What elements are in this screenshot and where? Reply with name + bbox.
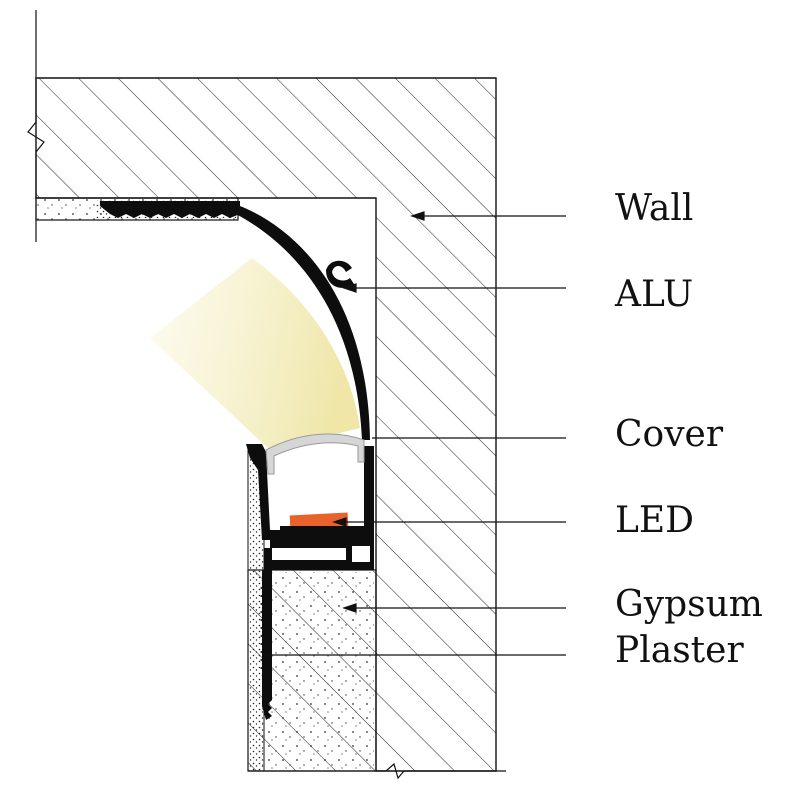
alu-ceiling-flange (100, 206, 240, 218)
alu-screw-slot (352, 546, 370, 562)
label-cover: Cover (615, 414, 724, 455)
callout-lines (264, 211, 566, 656)
led-strip (289, 512, 349, 530)
gypsum-stipple (262, 572, 374, 770)
alu-channel-cavity (272, 548, 346, 560)
label-led: LED (615, 500, 695, 541)
label-wall: Wall (615, 188, 694, 229)
alu-leg-serration (259, 579, 273, 677)
alu-profile-curve (100, 201, 370, 440)
alu-profile-channel (246, 444, 374, 570)
label-alu: ALU (615, 274, 694, 315)
diffuser-cover (265, 433, 365, 475)
label-gypsum: Gypsum (615, 584, 763, 625)
led-pcb (280, 526, 364, 532)
alu-clip-hook (326, 260, 354, 288)
label-plaster: Plaster (615, 630, 744, 671)
light-beam (150, 258, 360, 450)
